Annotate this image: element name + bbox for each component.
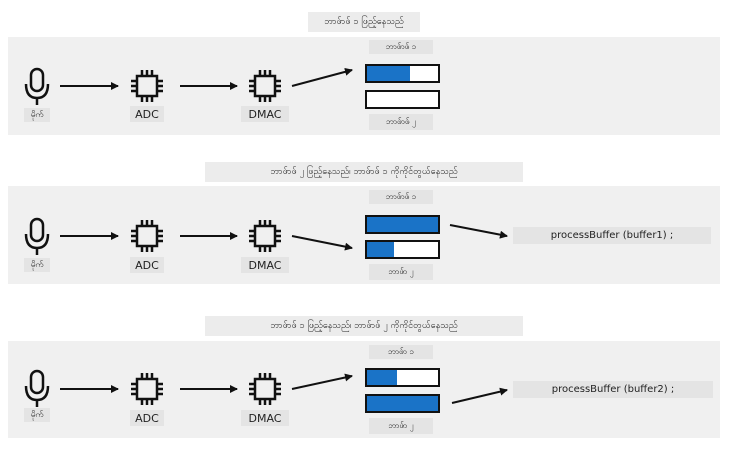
buffer-to-process-arrow bbox=[451, 387, 508, 404]
process-call-label: processBuffer (buffer1) ; bbox=[513, 227, 711, 244]
dmac-label: DMAC bbox=[241, 106, 289, 122]
buffer-2-fill bbox=[367, 242, 394, 257]
buffer-1 bbox=[365, 368, 440, 387]
dmac-label: DMAC bbox=[241, 410, 289, 426]
dmac-chip-icon bbox=[248, 69, 282, 103]
adc-label: ADC bbox=[130, 106, 164, 122]
buffer-1-title: ဘာဖ်ာဖ် ၁ bbox=[369, 190, 433, 204]
buffer-2 bbox=[365, 90, 440, 109]
buffer-2-title: ဘာဖ်ာဖ် ၂ bbox=[369, 114, 433, 130]
buffer-1 bbox=[365, 64, 440, 83]
buffer-2-title: ဘာဖ်ာ ၂ bbox=[369, 418, 433, 434]
buffer-to-process-arrow bbox=[449, 224, 508, 239]
adc-label: ADC bbox=[130, 257, 164, 273]
dmac-to-buffer-arrow bbox=[291, 235, 353, 251]
adc-label: ADC bbox=[130, 410, 164, 426]
mic-label: မိုက် bbox=[24, 108, 50, 122]
buffer-2 bbox=[365, 240, 440, 259]
stage-1-panel bbox=[8, 37, 720, 135]
buffer-1-fill bbox=[367, 370, 397, 385]
mic-label: မိုက် bbox=[24, 408, 50, 422]
dmac-to-buffer-arrow bbox=[291, 67, 353, 87]
adc-chip-icon bbox=[130, 219, 164, 253]
buffer-1-fill bbox=[367, 66, 410, 81]
adc-chip-icon bbox=[130, 372, 164, 406]
dmac-chip-icon bbox=[248, 219, 282, 253]
buffer-2-fill bbox=[367, 396, 438, 411]
adc-chip-icon bbox=[130, 69, 164, 103]
process-call-label: processBuffer (buffer2) ; bbox=[513, 381, 713, 398]
mic-label: မိုက် bbox=[24, 258, 50, 272]
dmac-label: DMAC bbox=[241, 257, 289, 273]
dmac-to-buffer-arrow bbox=[291, 373, 353, 390]
buffer-1-title: ဘာဖ်ာဖ် ၁ bbox=[369, 40, 433, 54]
buffer-1 bbox=[365, 215, 440, 234]
buffer-2 bbox=[365, 394, 440, 413]
stage-2-title: ဘာဖ်ာဖ် ၂ ဖြည့်နေသည်၊ ဘာဖ်ာဖ် ၁ ကိုကိုင်… bbox=[205, 162, 523, 182]
buffer-1-fill bbox=[367, 217, 438, 232]
stage-1-title: ဘာဖ်ာဖ် ၁ ဖြည့်နေသည် bbox=[308, 12, 420, 32]
stage-3-title: ဘာဖ်ာဖ် ၁ ဖြည့်နေသည်၊ ဘာဖ်ာဖ် ၂ ကိုကိုင်… bbox=[205, 316, 523, 336]
microphone-icon bbox=[22, 369, 52, 409]
buffer-1-title: ဘာဖ်ာ ၁ bbox=[369, 345, 433, 359]
microphone-icon bbox=[22, 67, 52, 107]
buffer-2-title: ဘာဖ်ာ ၂ bbox=[369, 264, 433, 280]
dmac-chip-icon bbox=[248, 372, 282, 406]
microphone-icon bbox=[22, 217, 52, 257]
